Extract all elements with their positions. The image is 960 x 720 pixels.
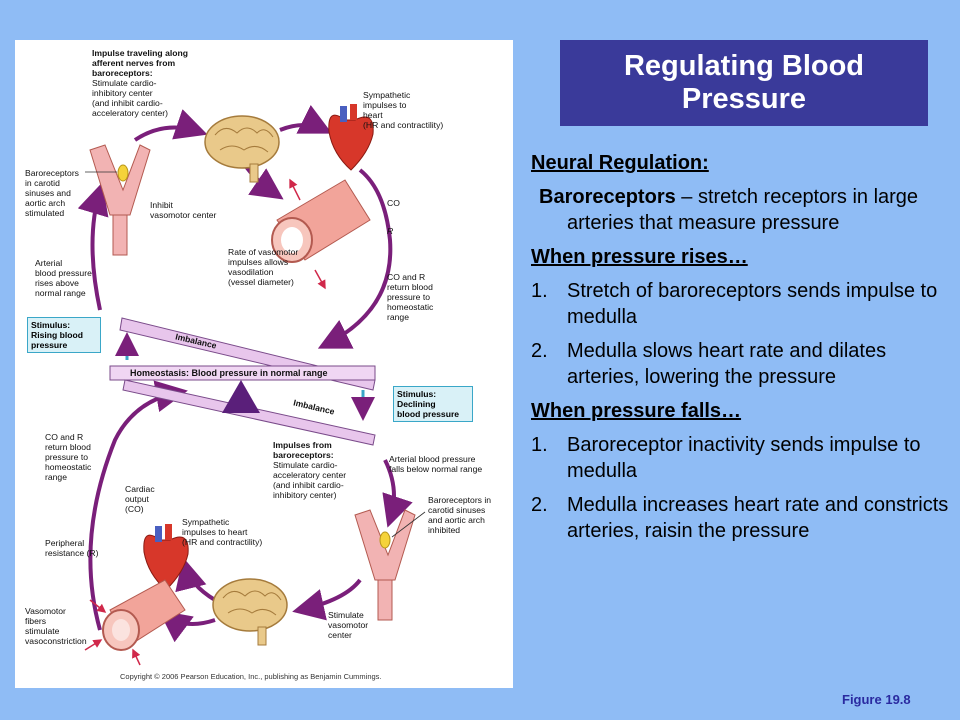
baroreceptors-def-text: – stretch receptors in large arteries th…	[567, 186, 919, 234]
carotid-artery-top-icon	[89, 144, 151, 256]
list-item: 1.Baroreceptor inactivity sends impulse …	[531, 434, 921, 482]
list-item: 1.Stretch of baroreceptors sends impulse…	[531, 280, 938, 328]
blood-vessel-top-icon	[271, 179, 371, 263]
brain-bottom-icon	[212, 578, 288, 646]
figure-number: Figure 19.8	[842, 692, 911, 707]
arrow-barorecep-to-brain-top	[133, 109, 208, 142]
co-r-return-bottom-label: CO and R return blood pressure to homeos…	[45, 432, 92, 482]
sympathetic-bottom-label: Sympathetic impulses to heart (HR and co…	[182, 517, 263, 547]
r-top-label: R	[387, 226, 394, 236]
vasomotor-rate-label: Rate of vasomotor impulses allows vasodi…	[228, 247, 299, 287]
arrow-left-up-bottom	[88, 380, 188, 631]
arrow-right-down-bottom	[382, 459, 413, 528]
slide-title-box: Regulating Blood Pressure	[560, 40, 928, 126]
inhibit-vasomotor-label: Inhibit vasomotor center	[150, 200, 217, 220]
neural-regulation-heading: Neural Regulation:	[531, 152, 709, 174]
copyright-text: Copyright © 2006 Pearson Education, Inc.…	[120, 672, 382, 681]
blood-pressure-diagram: Impulse traveling along afferent nerves …	[15, 40, 513, 688]
brain-top-icon	[204, 115, 280, 183]
top-impulse-label: Impulse traveling along afferent nerves …	[92, 48, 188, 118]
baroreceptors-definition: Baroreceptors – stretch receptors in lar…	[531, 184, 951, 236]
carotid-artery-bottom-icon	[354, 509, 416, 621]
list-item: 2.Medulla slows heart rate and dilates a…	[531, 340, 887, 388]
blood-vessel-bottom-icon	[102, 579, 186, 651]
pressure-falls-heading: When pressure falls…	[531, 400, 742, 422]
sympathetic-top-label: Sympathetic impulses to heart (HR and co…	[363, 90, 444, 130]
arterial-rises-label: Arterial blood pressure rises above norm…	[35, 258, 92, 298]
co-r-return-top-label: CO and R return blood pressure to homeos…	[387, 272, 434, 322]
diagram-graphics	[77, 104, 426, 666]
slide-title: Regulating Blood Pressure	[623, 50, 865, 115]
arrow-left-up-top	[77, 182, 109, 311]
stimulus-rising-box: Stimulus: Rising blood pressure	[27, 317, 101, 353]
arrow-barorecep-to-brain-bottom	[292, 578, 362, 621]
peripheral-resistance-label: Peripheral resistance (R)	[45, 538, 99, 558]
stimulate-vasomotor-label: Stimulate vasomotor center	[328, 610, 369, 640]
stimulus-declining-box: Stimulus: Declining blood pressure	[393, 386, 473, 422]
vasomotor-fibers-label: Vasomotor fibers stimulate vasoconstrict…	[25, 606, 87, 646]
arrow-to-homeostasis-top	[317, 168, 393, 349]
baroreceptors-term: Baroreceptors	[539, 186, 676, 208]
baroreceptors-top-label: Baroreceptors in carotid sinuses and aor…	[25, 168, 79, 218]
arterial-falls-label: Arterial blood pressure falls below norm…	[389, 454, 483, 474]
pressure-rises-heading: When pressure rises…	[531, 246, 748, 268]
cardiac-output-label: Cardiac output (CO)	[125, 484, 155, 514]
arrow-brain-to-heart-top	[279, 104, 333, 134]
homeostasis-label: Homeostasis: Blood pressure in normal ra…	[130, 368, 328, 378]
impulses-from-label: Impulses from baroreceptors: Stimulate c…	[273, 440, 347, 500]
slide-body: Neural Regulation: Baroreceptors – stret…	[531, 150, 951, 552]
baroreceptors-bottom-label: Baroreceptors in carotid sinuses and aor…	[428, 495, 492, 535]
co-top-label: CO	[387, 198, 400, 208]
seesaw	[109, 317, 376, 446]
arrow-brain-to-heart-bottom	[175, 557, 217, 602]
heart-top-icon	[328, 104, 374, 171]
list-item: 2.Medulla increases heart rate and const…	[531, 494, 949, 542]
